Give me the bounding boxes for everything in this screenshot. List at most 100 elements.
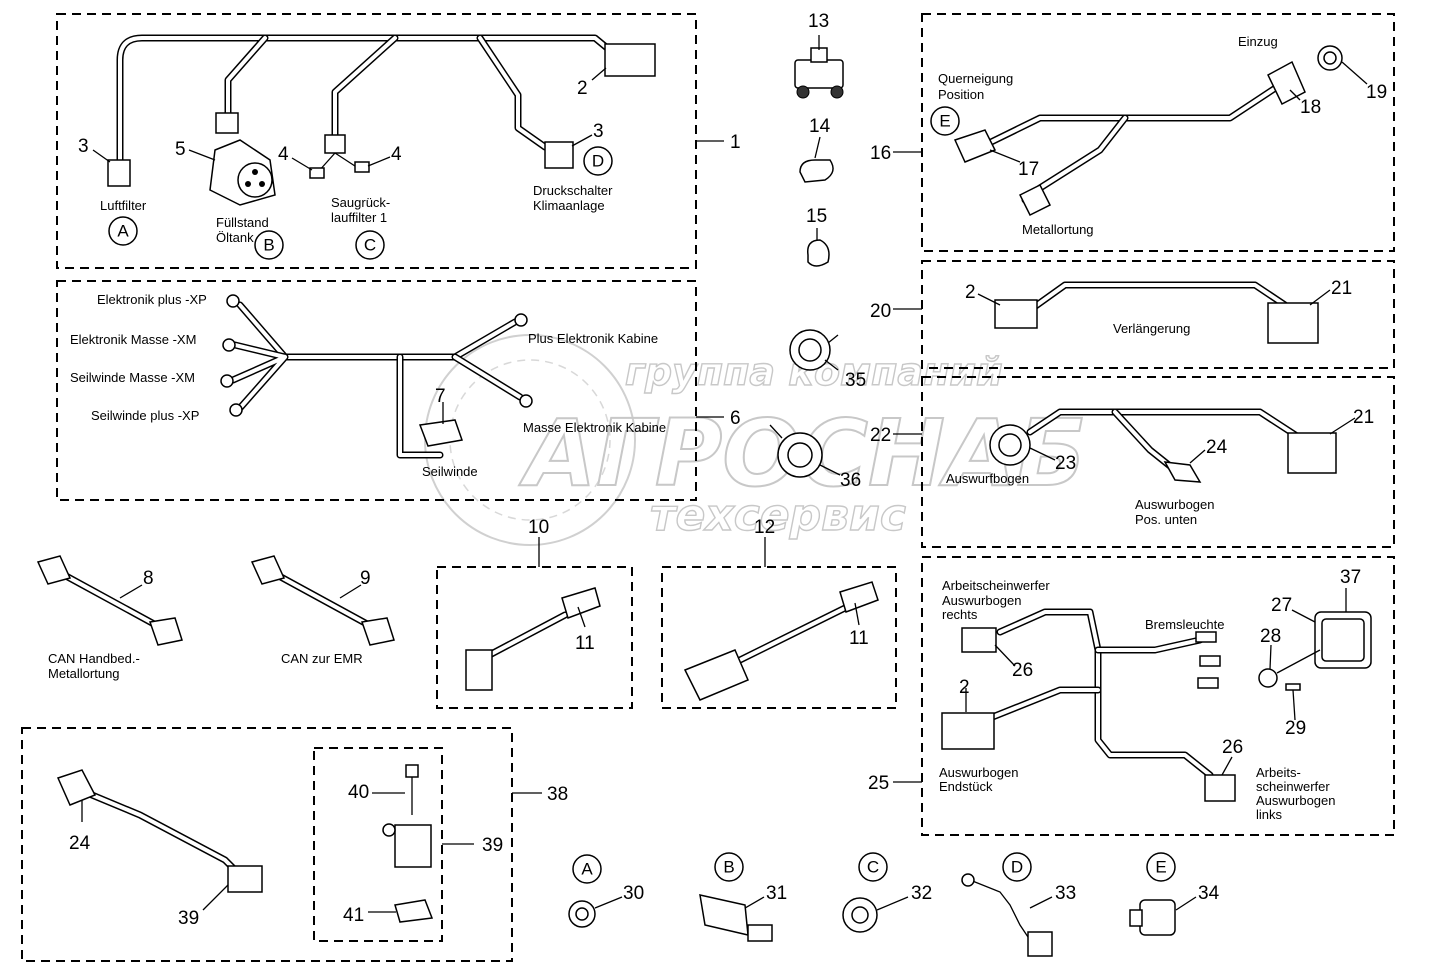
label-endstueck-1: Auswurbogen <box>939 765 1019 780</box>
label-einzug: Einzug <box>1238 34 1278 49</box>
can-8-end-b <box>148 617 183 646</box>
label-seilwinde: Seilwinde <box>422 464 478 479</box>
connector-18 <box>1267 60 1306 106</box>
label-arbeit-li-1: Arbeits- <box>1256 765 1301 780</box>
pin-29 <box>1285 683 1301 691</box>
ring-terminal-seil-masse <box>220 374 234 388</box>
callout-29: 29 <box>1285 718 1306 739</box>
label-querneigung-1: Querneigung <box>938 71 1013 86</box>
callout-37: 37 <box>1340 567 1361 588</box>
brake-terminal-3 <box>1197 677 1219 689</box>
callout-2-a: 2 <box>577 78 588 99</box>
fuellstand-sleeve <box>215 112 239 134</box>
label-fuellstand-2: Öltank <box>216 230 254 245</box>
callout-15: 15 <box>806 206 827 227</box>
callout-36: 36 <box>840 470 861 491</box>
bulb-28 <box>1258 668 1278 688</box>
callout-16: 16 <box>870 143 891 164</box>
label-endstueck-2: Endstück <box>939 779 993 794</box>
harness-22 <box>989 408 1337 483</box>
harness-6 <box>220 294 533 459</box>
callout-24-a: 24 <box>1206 437 1228 458</box>
watermark-line3: техсервис <box>650 490 906 541</box>
letter-markers: A B C D E A B C D E <box>108 106 1176 884</box>
t-fitting-13 <box>794 59 844 89</box>
main-connector-2 <box>604 43 656 77</box>
callout-20: 20 <box>870 301 891 322</box>
labels: Luftfilter Füllstand Öltank Saugrück- la… <box>48 34 1336 822</box>
callout-26-b: 26 <box>1222 737 1243 758</box>
letter-circle-b <box>254 230 284 260</box>
callout-3-a: 3 <box>78 136 89 157</box>
callout-24-b: 24 <box>69 833 91 854</box>
callout-21-b: 21 <box>1353 407 1374 428</box>
callout-4-a: 4 <box>278 144 289 165</box>
letter-circle-d-bottom <box>1002 852 1032 882</box>
letter-circle-c-bottom <box>858 852 888 882</box>
callout-18: 18 <box>1300 97 1321 118</box>
ring-terminal-plus-kabine <box>514 313 528 327</box>
can-cables <box>36 555 395 646</box>
bolt-40 <box>405 764 419 778</box>
label-querneigung-2: Position <box>938 87 984 102</box>
center-parts <box>769 47 844 478</box>
callout-27: 27 <box>1271 595 1292 616</box>
harness-1 <box>107 34 656 206</box>
connector-2-ext <box>994 299 1038 329</box>
label-can-hand-2: Metallortung <box>48 666 120 681</box>
label-arbeit-re-2: Auswurbogen <box>942 593 1022 608</box>
group-box-16 <box>921 13 1395 252</box>
harness-20 <box>994 281 1319 344</box>
watermark: группа компаний АГРОСНАБ техсервис <box>424 334 1087 546</box>
sensor-31 <box>699 894 749 936</box>
label-verlaengerung: Verlängerung <box>1113 321 1190 336</box>
clip-14 <box>799 159 834 183</box>
callout-38: 38 <box>547 784 568 805</box>
callout-8: 8 <box>143 568 154 589</box>
connector-24 <box>1163 461 1202 483</box>
label-metallortung: Metallortung <box>1022 222 1094 237</box>
sensor-33 <box>961 873 975 887</box>
brake-terminal-2 <box>1199 655 1221 667</box>
group-box-12 <box>661 566 897 709</box>
label-masse-kabine: Masse Elektronik Kabine <box>523 420 666 435</box>
label-saug-1: Saugrück- <box>331 195 390 210</box>
label-arbeit-li-4: links <box>1256 807 1283 822</box>
label-arbeit-li-2: scheinwerfer <box>1256 779 1330 794</box>
label-seil-masse: Seilwinde Masse -XM <box>70 370 195 385</box>
connector-2-endstueck <box>941 712 995 750</box>
callout-13: 13 <box>808 11 829 32</box>
letter-b: B <box>263 236 274 255</box>
callout-11-b: 11 <box>849 628 869 649</box>
label-auswurbogen-unten-1: Auswurbogen <box>1135 497 1215 512</box>
saug-terminal-left <box>309 167 325 179</box>
letter-e-bottom: E <box>1155 858 1166 877</box>
callout-34: 34 <box>1198 883 1220 904</box>
callout-40: 40 <box>348 782 369 803</box>
group-box-22 <box>921 376 1395 548</box>
callout-33: 33 <box>1055 883 1076 904</box>
druckschalter-connector <box>544 141 574 169</box>
connector-39-a <box>394 824 432 868</box>
callout-11-a: 11 <box>575 633 595 654</box>
letter-circle-c <box>355 230 385 260</box>
callout-7: 7 <box>435 386 446 407</box>
ring-terminal-seil-plus <box>229 403 243 417</box>
callout-39-a: 39 <box>482 835 503 856</box>
harness-38 <box>56 764 434 923</box>
callout-26-a: 26 <box>1012 660 1033 681</box>
label-fuellstand-1: Füllstand <box>216 215 269 230</box>
letter-circle-e-bottom <box>1146 852 1176 882</box>
cable-12 <box>683 581 879 701</box>
t-fitting-13-top <box>810 47 828 63</box>
label-bremsleuchte: Bremsleuchte <box>1145 617 1224 632</box>
can-9-end-a <box>250 555 286 585</box>
label-arbeit-re-1: Arbeitscheinwerfer <box>942 578 1050 593</box>
callout-25: 25 <box>868 773 889 794</box>
can-9-end-b <box>360 617 395 646</box>
sensor-34 <box>1139 899 1176 936</box>
connector-26-left <box>1204 774 1236 802</box>
letter-circle-a <box>108 216 138 246</box>
group-box-38 <box>21 727 513 962</box>
